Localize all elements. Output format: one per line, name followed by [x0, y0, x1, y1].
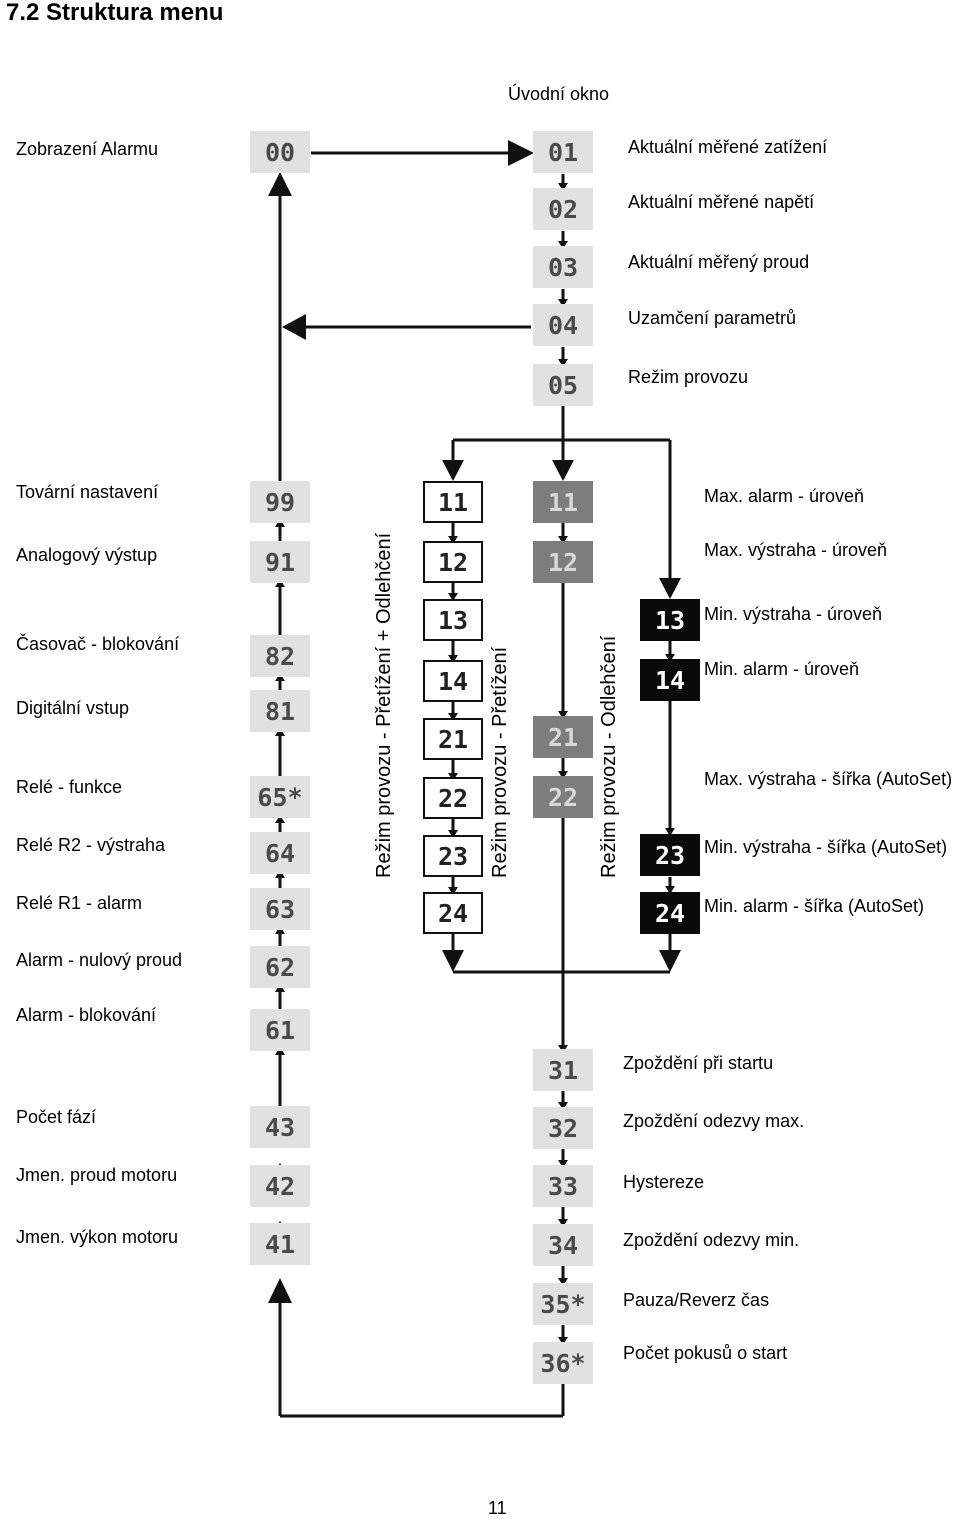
menu-box-61: 61: [250, 1009, 310, 1051]
mode-c-box-23: 23: [640, 834, 700, 876]
label-hysteresis: Hystereze: [623, 1172, 705, 1192]
menu-box-99: 99: [250, 481, 310, 523]
label-max-warning-width: Max. výstraha - šířka (AutoSet): [704, 769, 953, 789]
label-parameter-lock: Uzamčení parametrů: [628, 308, 797, 328]
label-min-warning-level: Min. výstraha - úroveň: [704, 604, 883, 624]
label-zero-current: Alarm - nulový proud: [16, 950, 183, 970]
label-start-attempts: Počet pokusů o start: [623, 1343, 788, 1363]
intro-window-label: Úvodní okno: [508, 84, 610, 104]
label-measured-load: Aktuální měřené zatížení: [628, 137, 828, 157]
label-min-warning-width: Min. výstraha - šířka (AutoSet): [704, 837, 948, 857]
mode-a-box-21: 21: [423, 718, 483, 760]
label-relay-r2: Relé R2 - výstraha: [16, 835, 166, 855]
label-timer-block: Časovač - blokování: [16, 634, 180, 654]
mode-b-box-12: 12: [533, 541, 593, 583]
label-digital-input: Digitální vstup: [16, 698, 130, 718]
label-measured-voltage: Aktuální měřené napětí: [628, 192, 815, 212]
menu-box-04: 04: [533, 304, 593, 346]
menu-box-63: 63: [250, 888, 310, 930]
menu-box-81: 81: [250, 690, 310, 732]
label-factory-settings: Tovární nastavení: [16, 482, 159, 502]
label-analog-output: Analogový výstup: [16, 545, 158, 565]
mode-c-box-13: 13: [640, 599, 700, 641]
menu-box-00: 00: [250, 131, 310, 173]
menu-box-33: 33: [533, 1165, 593, 1207]
mode-a-box-14: 14: [423, 660, 483, 702]
label-relay-r1: Relé R1 - alarm: [16, 893, 143, 913]
mode-a-box-23: 23: [423, 835, 483, 877]
mode-a-box-11: 11: [423, 481, 483, 523]
menu-box-32: 32: [533, 1107, 593, 1149]
label-measured-current: Aktuální měřený proud: [628, 252, 810, 272]
label-operating-mode: Režim provozu: [628, 367, 749, 387]
section-title: 7.2 Struktura menu: [6, 0, 224, 26]
menu-box-42: 42: [250, 1165, 310, 1207]
mode-c-box-24: 24: [640, 892, 700, 934]
label-relay-function: Relé - funkce: [16, 777, 123, 797]
menu-box-64: 64: [250, 832, 310, 874]
label-start-delay: Zpoždění při startu: [623, 1053, 774, 1073]
label-alarm-display: Zobrazení Alarmu: [16, 139, 159, 159]
menu-box-41: 41: [250, 1223, 310, 1265]
menu-box-43: 43: [250, 1106, 310, 1148]
menu-box-34: 34: [533, 1224, 593, 1266]
mode-a-box-12: 12: [423, 541, 483, 583]
menu-box-03: 03: [533, 246, 593, 288]
menu-box-65: 65*: [250, 776, 310, 818]
label-alarm-block: Alarm - blokování: [16, 1005, 157, 1025]
mode-b-box-22: 22: [533, 776, 593, 818]
menu-box-05: 05: [533, 364, 593, 406]
mode-a-box-24: 24: [423, 892, 483, 934]
page-number: 11: [488, 1498, 507, 1518]
mode-label-overload-underload: Režim provozu - Přetížení + Odlehčení: [373, 532, 395, 878]
menu-box-82: 82: [250, 635, 310, 677]
menu-box-02: 02: [533, 188, 593, 230]
label-max-warning-level: Max. výstraha - úroveň: [704, 540, 888, 560]
menu-box-91: 91: [250, 541, 310, 583]
menu-box-01: 01: [533, 131, 593, 173]
label-max-response-delay: Zpoždění odezvy max.: [623, 1111, 805, 1131]
label-pause-reverse-time: Pauza/Reverz čas: [623, 1290, 770, 1310]
mode-c-box-14: 14: [640, 659, 700, 701]
label-min-response-delay: Zpoždění odezvy min.: [623, 1230, 800, 1250]
menu-box-35: 35*: [533, 1283, 593, 1325]
menu-box-36: 36*: [533, 1342, 593, 1384]
mode-a-box-13: 13: [423, 599, 483, 641]
label-nominal-current: Jmen. proud motoru: [16, 1165, 178, 1185]
label-max-alarm-level: Max. alarm - úroveň: [704, 486, 865, 506]
mode-b-box-21: 21: [533, 716, 593, 758]
mode-a-box-22: 22: [423, 777, 483, 819]
label-min-alarm-width: Min. alarm - šířka (AutoSet): [704, 896, 925, 916]
menu-box-31: 31: [533, 1049, 593, 1091]
mode-label-underload: Režim provozu - Odlehčení: [598, 635, 620, 878]
mode-label-overload: Režim provozu - Přetížení: [489, 646, 511, 878]
label-phase-count: Počet fází: [16, 1107, 97, 1127]
mode-b-box-11: 11: [533, 481, 593, 523]
label-min-alarm-level: Min. alarm - úroveň: [704, 659, 860, 679]
label-nominal-power: Jmen. výkon motoru: [16, 1227, 179, 1247]
menu-box-62: 62: [250, 946, 310, 988]
